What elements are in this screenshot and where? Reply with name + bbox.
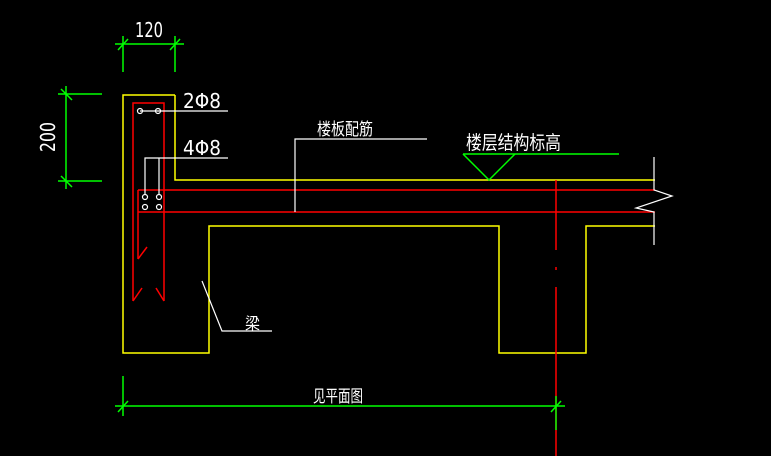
dim-width-tick-right [169,38,181,51]
slab-rebar-inner-hook [137,246,148,260]
leaders [140,110,674,332]
side-bar-leader [144,157,228,195]
dim-width-tick-left [117,38,129,51]
dim-width-label: 120 [135,18,163,42]
dimensions [58,36,619,430]
beam-stirrup-outer [132,102,165,301]
beam-label: 梁 [245,314,260,333]
rebar-dot [155,193,163,201]
slab-rebar-leader [294,138,427,212]
edge-beam-outline [122,94,655,354]
dim-height-tick-top [60,88,73,101]
floor-elevation-label: 楼层结构标高 [466,132,561,154]
rebar-dots [136,107,163,211]
elevation-triangle [462,153,516,182]
beam-hook-right [155,287,165,302]
rebar-dot [141,193,149,201]
rebar-dot [141,203,149,211]
dim-span-tick-right [550,400,562,413]
dim-height-tick-bottom [60,175,73,188]
dim-height-label: 200 [36,122,60,152]
beam-hook-left [132,287,143,302]
top-bar-label: 2Φ8 [183,89,221,113]
break-line [633,157,674,245]
slab-rebar-label: 楼板配筋 [317,120,373,140]
beam-leader [201,280,272,332]
span-label: 见平面图 [313,387,363,407]
rebar-dot [155,203,163,211]
concrete-outline [122,94,655,354]
side-bar-label: 4Φ8 [183,136,221,160]
slab-top-outline [174,95,655,181]
dim-span-tick-left [117,400,129,413]
